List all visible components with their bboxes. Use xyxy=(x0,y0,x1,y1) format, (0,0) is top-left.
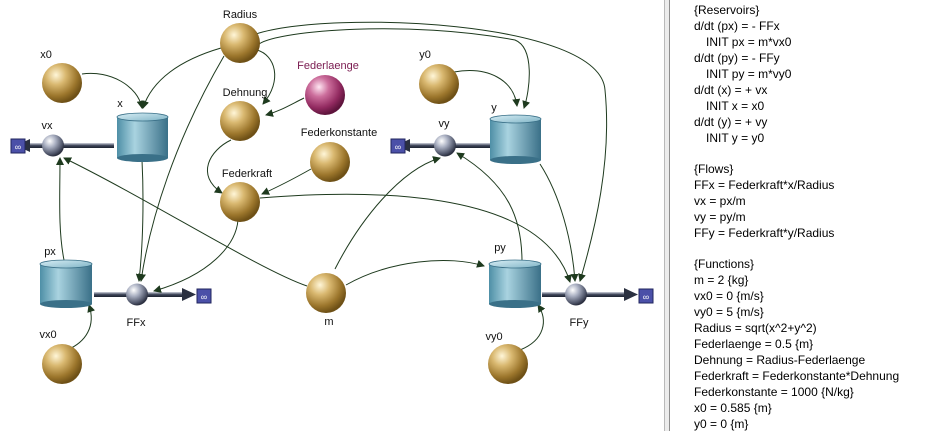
equation-line: {Flows} xyxy=(694,162,734,176)
flow-valve-ffx[interactable] xyxy=(126,283,148,306)
equation-line: vx = px/m xyxy=(694,194,746,208)
equation-line: FFy = Federkraft*y/Radius xyxy=(694,226,835,240)
flow-valve-ffy[interactable] xyxy=(565,283,587,306)
label-ffx: FFx xyxy=(127,317,146,329)
label-federkonstante: Federkonstante xyxy=(301,127,377,139)
svg-text:∞: ∞ xyxy=(201,292,207,302)
label-y: y xyxy=(491,102,497,114)
variable-y0[interactable] xyxy=(419,64,459,104)
equation-line: Dehnung = Radius-Federlaenge xyxy=(694,353,866,367)
label-m: m xyxy=(324,316,333,328)
equation-editor[interactable]: {Reservoirs} d/dt (px) = - FFx INIT px =… xyxy=(670,0,926,431)
label-vx0: vx0 xyxy=(39,329,56,341)
source-cloud-vx: ∞ xyxy=(10,138,26,154)
label-px: px xyxy=(44,246,56,258)
equation-line: vy = py/m xyxy=(694,210,746,224)
equation-line: INIT x = x0 xyxy=(706,99,765,113)
variable-federkraft[interactable] xyxy=(220,182,260,222)
equation-line: vx0 = 0 {m/s} xyxy=(694,289,764,303)
equation-line: Federlaenge = 0.5 {m} xyxy=(694,337,814,351)
label-vy0: vy0 xyxy=(485,331,502,343)
equation-line: vy0 = 5 {m/s} xyxy=(694,305,764,319)
equation-line: INIT y = y0 xyxy=(706,131,765,145)
label-ffy: FFy xyxy=(570,317,589,329)
variable-x0[interactable] xyxy=(42,63,82,103)
label-py: py xyxy=(494,242,506,254)
label-y0: y0 xyxy=(419,49,431,61)
label-x0: x0 xyxy=(40,49,52,61)
equation-line: y0 = 0 {m} xyxy=(694,417,749,431)
equation-line: Federkonstante = 1000 {N/kg} xyxy=(694,385,854,399)
sink-cloud-ffy: ∞ xyxy=(638,288,654,304)
label-radius: Radius xyxy=(223,9,258,21)
equation-line: m = 2 {kg} xyxy=(694,273,749,287)
stock-px[interactable] xyxy=(39,259,93,308)
label-x: x xyxy=(117,98,123,110)
model-canvas[interactable]: ∞ ∞ ∞ ∞ xyxy=(0,0,664,431)
flow-valve-vx[interactable] xyxy=(42,134,64,157)
stock-x[interactable] xyxy=(116,112,169,162)
label-dehnung: Dehnung xyxy=(223,87,268,99)
flow-valve-vy[interactable] xyxy=(434,134,456,157)
sink-cloud-ffx: ∞ xyxy=(196,288,212,304)
equation-line: x0 = 0.585 {m} xyxy=(694,401,772,415)
equation-line: INIT px = m*vx0 xyxy=(706,35,792,49)
label-federkraft: Federkraft xyxy=(222,168,272,180)
equation-line: INIT py = m*vy0 xyxy=(706,67,792,81)
splitter[interactable] xyxy=(664,0,670,431)
label-vy: vy xyxy=(439,118,451,130)
equation-line: d/dt (px) = - FFx xyxy=(694,19,780,33)
diagram-svg: ∞ ∞ ∞ ∞ xyxy=(10,9,654,384)
equation-line: d/dt (y) = + vy xyxy=(694,115,768,129)
stock-y[interactable] xyxy=(489,114,542,164)
svg-text:∞: ∞ xyxy=(395,142,401,152)
variable-dehnung[interactable] xyxy=(220,101,260,141)
variable-vy0[interactable] xyxy=(488,344,528,384)
label-federlaenge: Federlaenge xyxy=(297,60,359,72)
variable-m[interactable] xyxy=(306,273,346,313)
variable-federkonstante[interactable] xyxy=(310,142,350,182)
variable-radius[interactable] xyxy=(220,23,260,63)
svg-text:∞: ∞ xyxy=(15,142,21,152)
equation-line: Radius = sqrt(x^2+y^2) xyxy=(694,321,817,335)
equation-line: d/dt (x) = + vx xyxy=(694,83,768,97)
stock-py[interactable] xyxy=(488,259,542,308)
equation-line: Federkraft = Federkonstante*Dehnung xyxy=(694,369,900,383)
equation-blank-line xyxy=(694,241,926,256)
equation-blank-line xyxy=(694,146,926,161)
equation-line: {Functions} xyxy=(694,257,755,271)
variable-vx0[interactable] xyxy=(42,344,82,384)
equation-line: {Reservoirs} xyxy=(694,3,760,17)
equation-line: d/dt (py) = - FFy xyxy=(694,51,780,65)
parameter-federlaenge[interactable] xyxy=(305,75,345,115)
connectors xyxy=(55,21,608,351)
svg-text:∞: ∞ xyxy=(643,292,649,302)
label-vx: vx xyxy=(42,120,54,132)
equation-line: FFx = Federkraft*x/Radius xyxy=(694,178,835,192)
source-cloud-vy: ∞ xyxy=(390,138,406,154)
